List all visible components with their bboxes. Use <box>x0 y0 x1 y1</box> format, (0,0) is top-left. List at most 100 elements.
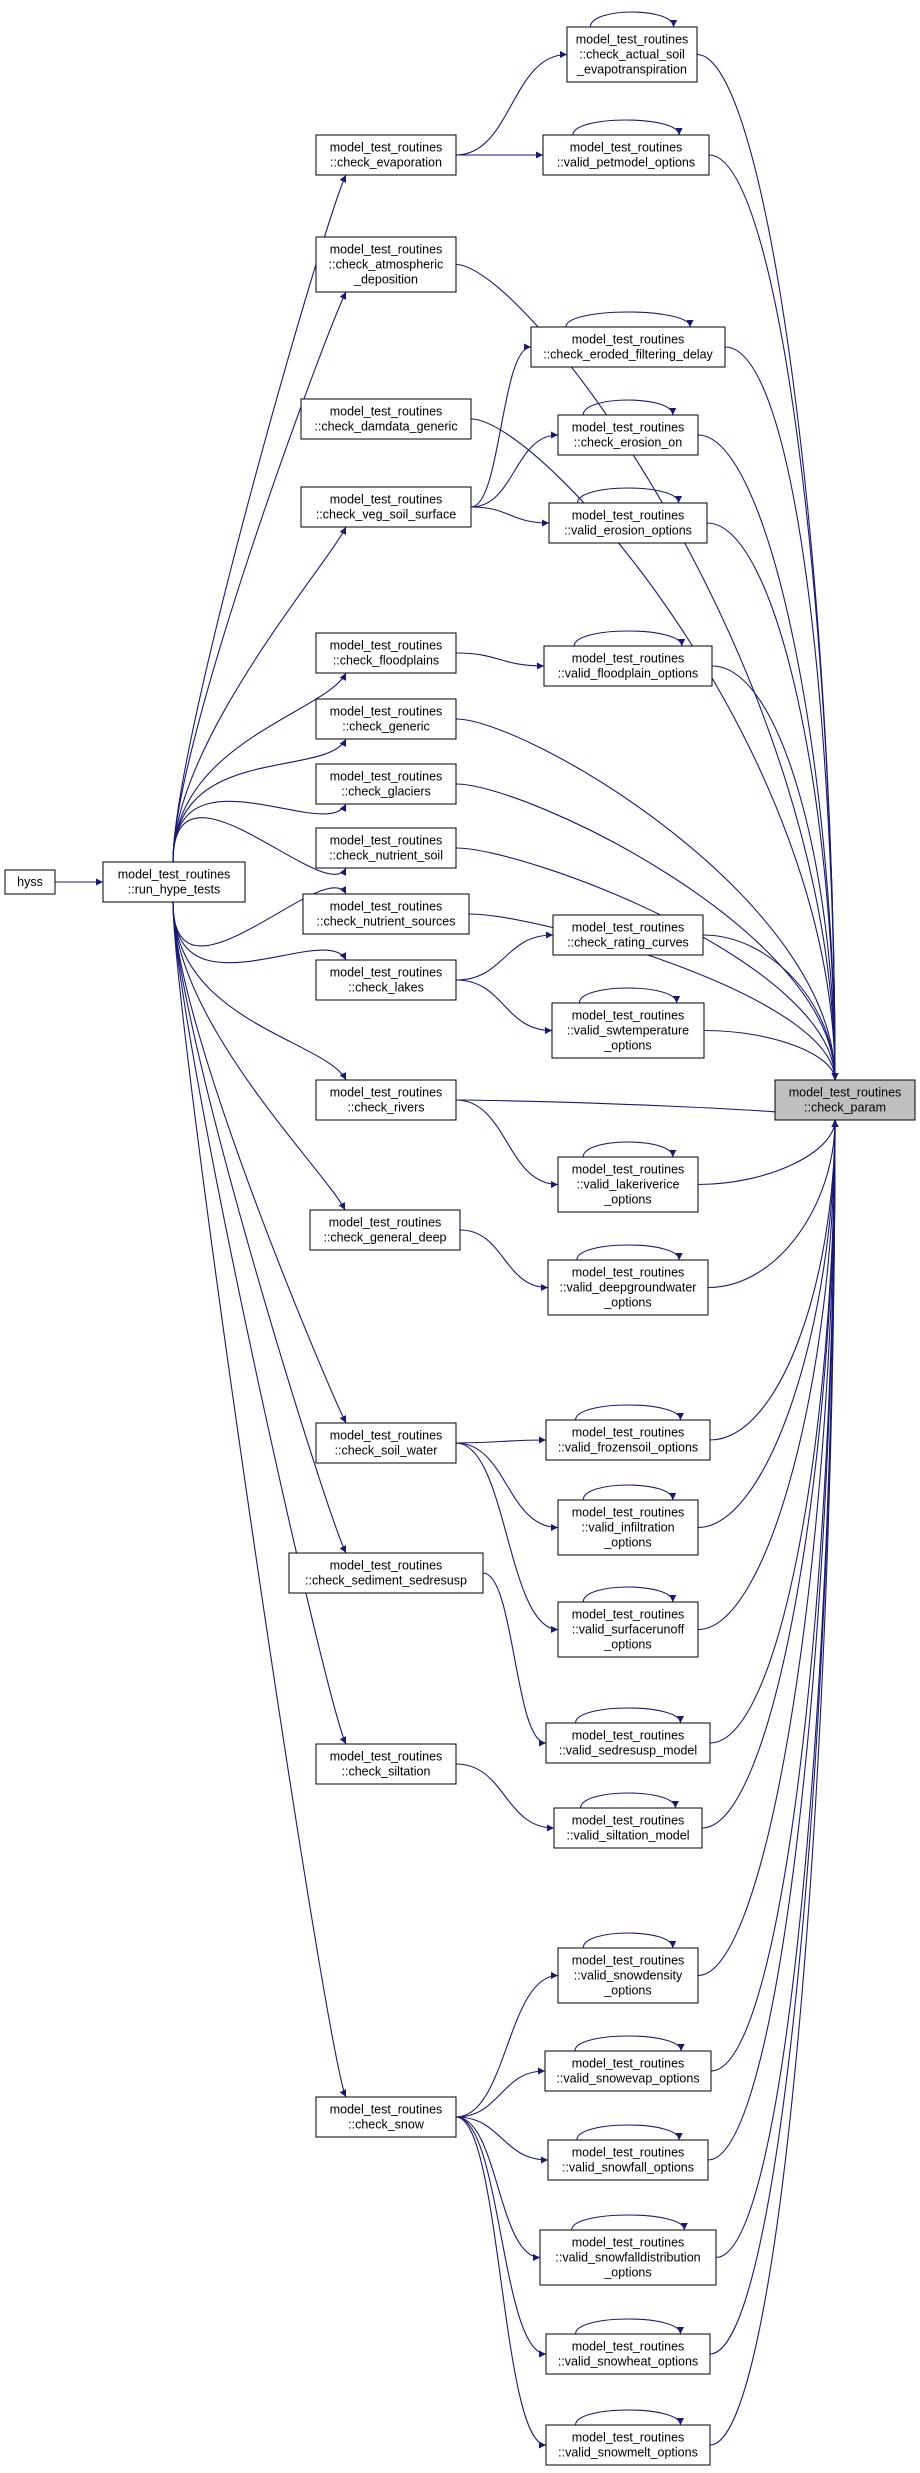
node-petm[interactable]: model_test_routines::valid_petmodel_opti… <box>542 134 710 176</box>
node-label-line: hyss <box>17 875 43 889</box>
node-label-line: ::valid_siltation_model <box>567 1829 690 1843</box>
node-label-line: model_test_routines <box>572 1814 685 1828</box>
edge-sfall-to-param <box>707 1119 839 2161</box>
node-aet[interactable]: model_test_routines::check_actual_soil_e… <box>566 26 698 83</box>
self-loop-sro <box>582 1586 677 1603</box>
self-loop-aet <box>589 11 678 28</box>
node-snow[interactable]: model_test_routines::check_snow <box>315 2096 457 2138</box>
node-label-line: model_test_routines <box>330 900 443 914</box>
node-gdeep[interactable]: model_test_routines::check_general_deep <box>309 1209 461 1251</box>
node-sro[interactable]: model_test_routines::valid_surfacerunoff… <box>557 1601 699 1658</box>
edge-veg-to-eroopt <box>470 506 550 527</box>
edge-sevap-to-param <box>710 1119 839 2072</box>
node-label-line: model_test_routines <box>330 405 443 419</box>
edge-lakes-to-swt <box>455 979 553 1034</box>
node-swt[interactable]: model_test_routines::valid_swtemperature… <box>551 1002 705 1059</box>
node-rivers[interactable]: model_test_routines::check_rivers <box>315 1079 457 1121</box>
node-label-line: ::check_param <box>804 1101 886 1115</box>
node-label-line: _options <box>603 1296 651 1310</box>
node-rating[interactable]: model_test_routines::check_rating_curves <box>552 914 704 956</box>
node-box <box>315 236 457 293</box>
node-smelt[interactable]: model_test_routines::valid_snowmelt_opti… <box>545 2424 711 2466</box>
node-label-line: model_test_routines <box>330 493 443 507</box>
node-sevap[interactable]: model_test_routines::valid_snowevap_opti… <box>544 2050 712 2092</box>
node-param[interactable]: model_test_routines::check_param <box>774 1079 916 1121</box>
node-label-line: model_test_routines <box>572 921 685 935</box>
node-flood[interactable]: model_test_routines::check_floodplains <box>315 632 457 674</box>
node-siltm[interactable]: model_test_routines::valid_siltation_mod… <box>553 1807 703 1849</box>
node-label-line: ::valid_swtemperature <box>567 1024 689 1038</box>
node-label-line: ::valid_snowmelt_options <box>558 2446 698 2460</box>
edge-siltm-to-param <box>701 1119 839 1829</box>
node-box <box>315 827 457 869</box>
node-veg[interactable]: model_test_routines::check_veg_soil_surf… <box>300 486 472 528</box>
node-glac[interactable]: model_test_routines::check_glaciers <box>315 763 457 805</box>
node-label-line: model_test_routines <box>330 705 443 719</box>
node-hyss[interactable]: hyss <box>4 869 56 895</box>
self-loop-sevap <box>574 2035 685 2052</box>
edge-sheat-to-param <box>709 1119 839 2355</box>
node-label-line: ::valid_erosion_options <box>564 524 692 538</box>
node-erofd[interactable]: model_test_routines::check_eroded_filter… <box>530 326 726 368</box>
self-loop-dgw <box>576 1244 683 1261</box>
node-sed[interactable]: model_test_routines::check_sediment_sedr… <box>288 1552 484 1594</box>
edge-run-to-nsoil <box>172 817 347 876</box>
node-frz[interactable]: model_test_routines::valid_frozensoil_op… <box>545 1419 711 1461</box>
node-soilw[interactable]: model_test_routines::check_soil_water <box>315 1422 457 1464</box>
node-box <box>315 134 457 176</box>
node-label-line: model_test_routines <box>330 1086 443 1100</box>
edge-fpopt-to-param <box>711 665 839 1081</box>
node-label-line: ::valid_sedresusp_model <box>559 1744 697 1758</box>
node-label-line: _options <box>603 1536 651 1550</box>
edge-run-to-flood <box>172 672 347 863</box>
node-nsrc[interactable]: model_test_routines::check_nutrient_sour… <box>302 893 470 935</box>
node-lriv[interactable]: model_test_routines::valid_lakeriverice_… <box>557 1156 699 1213</box>
node-generic[interactable]: model_test_routines::check_generic <box>315 698 457 740</box>
node-evap[interactable]: model_test_routines::check_evaporation <box>315 134 457 176</box>
node-label-line: ::valid_snowevap_options <box>556 2072 699 2086</box>
edge-smelt-to-param <box>709 1119 839 2446</box>
node-label-line: ::check_glaciers <box>341 785 431 799</box>
node-dam[interactable]: model_test_routines::check_damdata_gener… <box>300 398 472 440</box>
node-box <box>315 1079 457 1121</box>
node-sheat[interactable]: model_test_routines::valid_snowheat_opti… <box>545 2333 711 2375</box>
edges <box>55 11 839 2449</box>
node-silt[interactable]: model_test_routines::check_siltation <box>315 1743 457 1785</box>
node-label-line: ::check_erosion_on <box>574 436 682 450</box>
node-eroon[interactable]: model_test_routines::check_erosion_on <box>557 414 699 456</box>
node-label-line: model_test_routines <box>789 1086 902 1100</box>
node-label-line: model_test_routines <box>572 1506 685 1520</box>
node-label-line: model_test_routines <box>572 333 685 347</box>
node-label-line: ::check_rivers <box>347 1101 424 1115</box>
node-dgw[interactable]: model_test_routines::valid_deepgroundwat… <box>547 1259 709 1316</box>
node-eroopt[interactable]: model_test_routines::valid_erosion_optio… <box>548 502 708 544</box>
node-lakes[interactable]: model_test_routines::check_lakes <box>315 959 457 1001</box>
node-atm[interactable]: model_test_routines::check_atmospheric_d… <box>315 236 457 293</box>
node-box <box>566 26 698 83</box>
node-sedm[interactable]: model_test_routines::valid_sedresusp_mod… <box>545 1722 711 1764</box>
node-box <box>4 869 56 895</box>
node-label-line: model_test_routines <box>330 639 443 653</box>
edge-silt-to-siltm <box>455 1763 555 1832</box>
node-label-line: model_test_routines <box>572 509 685 523</box>
node-fpopt[interactable]: model_test_routines::valid_floodplain_op… <box>543 645 713 687</box>
node-run[interactable]: model_test_routines::run_hype_tests <box>102 861 246 903</box>
node-sfdist[interactable]: model_test_routines::valid_snowfalldistr… <box>539 2229 717 2286</box>
node-box <box>557 1156 699 1213</box>
node-label-line: model_test_routines <box>572 1729 685 1743</box>
node-sfall[interactable]: model_test_routines::valid_snowfall_opti… <box>547 2139 709 2181</box>
edge-lakes-to-rating <box>455 931 554 981</box>
node-label-line: model_test_routines <box>572 652 685 666</box>
node-label-line: model_test_routines <box>572 1266 685 1280</box>
node-label-line: ::valid_deepgroundwater <box>560 1281 697 1295</box>
node-sden[interactable]: model_test_routines::valid_snowdensity_o… <box>557 1947 699 2004</box>
node-nsoil[interactable]: model_test_routines::check_nutrient_soil <box>315 827 457 869</box>
self-loop-eroon <box>582 399 677 416</box>
node-inf[interactable]: model_test_routines::valid_infiltration_… <box>557 1499 699 1556</box>
edge-frz-to-param <box>709 1119 839 1441</box>
node-label-line: ::valid_infiltration <box>581 1521 674 1535</box>
node-box <box>309 1209 461 1251</box>
edge-run-to-glac <box>172 800 347 863</box>
node-label-line: model_test_routines <box>330 1429 443 1443</box>
node-label-line: model_test_routines <box>572 1608 685 1622</box>
